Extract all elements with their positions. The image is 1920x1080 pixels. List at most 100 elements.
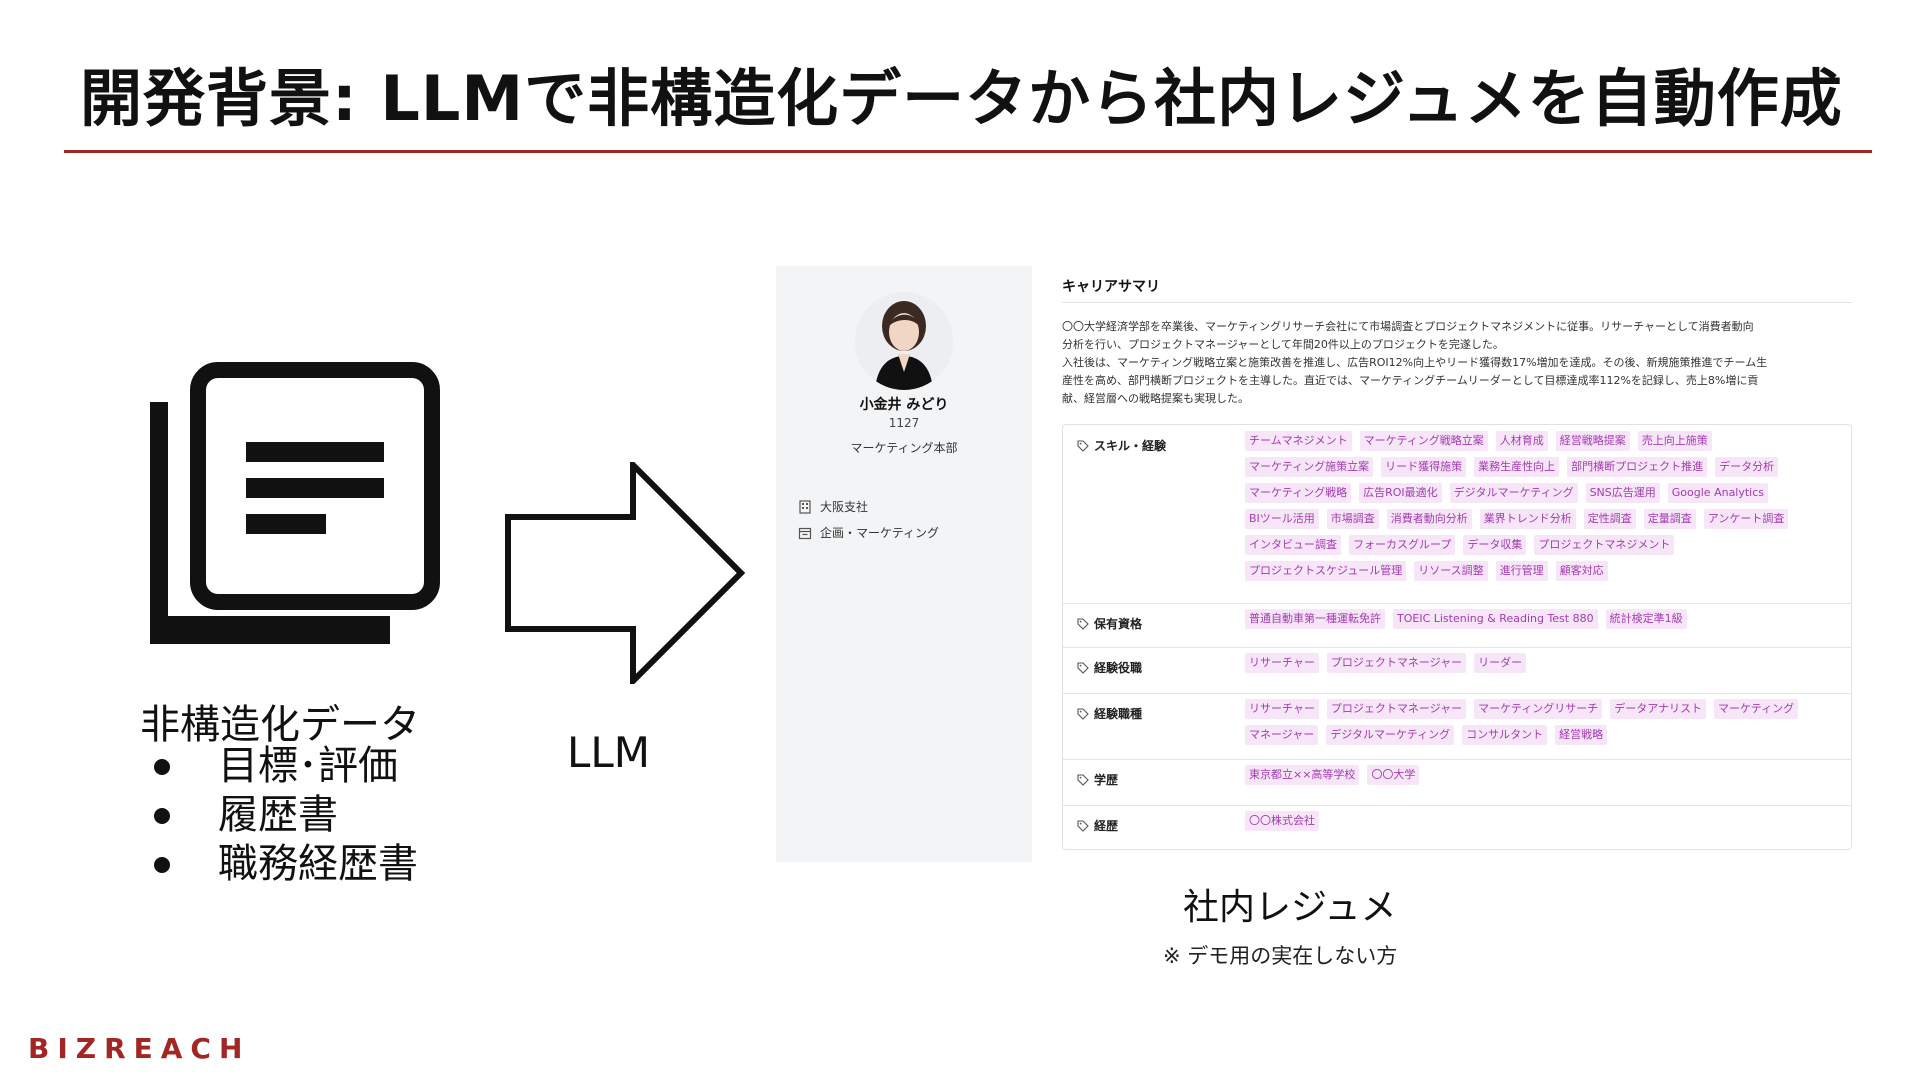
tag-icon [1077, 661, 1089, 674]
tag-icon [1077, 773, 1089, 786]
avatar [855, 292, 953, 390]
skill-tag: BIツール活用 [1245, 509, 1319, 529]
skill-tag: リソース調整 [1414, 561, 1488, 581]
certification-tag: TOEIC Listening & Reading Test 880 [1393, 609, 1598, 629]
section-job-types: 経験職種 リサーチャー プロジェクトマネージャー マーケティングリサーチ データ… [1063, 693, 1851, 760]
tag-icon [1077, 617, 1089, 630]
job-type-tag: マーケティング [1714, 699, 1799, 719]
role-tag: リサーチャー [1245, 653, 1319, 673]
skill-tag: デジタルマーケティング [1449, 483, 1578, 503]
resume-attributes-card: スキル・経験 チームマネジメント マーケティング戦略立案 人材育成 経営戦略提案… [1062, 424, 1852, 850]
tag-list: 普通自動車第一種運転免許 TOEIC Listening & Reading T… [1245, 609, 1835, 635]
skill-tag: 売上向上施策 [1637, 431, 1712, 451]
job-type-tag: データアナリスト [1610, 699, 1707, 719]
team-label: 企画・マーケティング [820, 526, 940, 540]
skill-tag: フォーカスグループ [1349, 535, 1456, 555]
job-type-tag: デジタルマーケティング [1326, 725, 1455, 745]
bizreach-logo: BIZREACH [28, 1032, 251, 1065]
skill-tag: 市場調査 [1326, 509, 1379, 529]
skill-tag: インタビュー調査 [1245, 535, 1341, 555]
team-row: 企画・マーケティング [798, 524, 939, 541]
tag-list: 東京都立××高等学校 〇〇大学 [1245, 765, 1835, 791]
skill-tag: 広告ROI最適化 [1359, 483, 1442, 503]
tag-list: リサーチャー プロジェクトマネージャー マーケティングリサーチ データアナリスト… [1245, 699, 1835, 751]
person-photo-icon [855, 292, 953, 390]
office-row: 大阪支社 [798, 498, 868, 515]
section-work-history: 経歴 〇〇株式会社 [1063, 805, 1851, 849]
section-skills: スキル・経験 チームマネジメント マーケティング戦略立案 人材育成 経営戦略提案… [1063, 425, 1851, 604]
employee-id: 1127 [888, 416, 920, 430]
skill-tag: 顧客対応 [1555, 561, 1608, 581]
office-label: 大阪支社 [820, 500, 869, 514]
skill-tag: Google Analytics [1667, 483, 1769, 503]
skill-tag: 経営戦略提案 [1555, 431, 1630, 451]
skill-tag: プロジェクトマネジメント [1534, 535, 1675, 555]
skill-tag: リード獲得施策 [1381, 457, 1467, 477]
documents-icon [150, 362, 440, 644]
section-label: 学歴 [1077, 771, 1118, 788]
tag-icon [1077, 439, 1089, 452]
profile-department: マーケティング本部 [850, 441, 958, 455]
section-label: 保有資格 [1077, 615, 1142, 632]
tag-icon [1077, 707, 1089, 720]
tag-list: 〇〇株式会社 [1245, 811, 1835, 837]
job-type-tag: プロジェクトマネージャー [1326, 699, 1467, 719]
job-type-tag: マーケティングリサーチ [1474, 699, 1603, 719]
skill-tag: SNS広告運用 [1585, 483, 1660, 503]
data-source-list: 目標･評価 履歴書 職務経歴書 [150, 742, 418, 889]
skill-tag: アンケート調査 [1703, 509, 1789, 529]
right-arrow-icon [505, 462, 745, 684]
list-item: 履歴書 [150, 791, 418, 840]
skill-tag: 進行管理 [1495, 561, 1548, 581]
section-label: スキル・経験 [1077, 437, 1166, 454]
list-item: 職務経歴書 [150, 840, 418, 889]
section-label: 経歴 [1077, 817, 1118, 834]
job-type-tag: コンサルタント [1462, 725, 1548, 745]
role-tag: リーダー [1474, 653, 1527, 673]
certification-tag: 統計検定準1級 [1605, 609, 1687, 629]
company-tag: 〇〇株式会社 [1245, 811, 1319, 831]
section-certifications: 保有資格 普通自動車第一種運転免許 TOEIC Listening & Read… [1063, 603, 1851, 648]
skill-tag: 定性調査 [1583, 509, 1636, 529]
list-item: 目標･評価 [150, 742, 418, 791]
skill-tag: マーケティング施策立案 [1245, 457, 1374, 477]
building-icon [799, 499, 811, 514]
demo-note: ※ デモ用の実在しない方 [1163, 944, 1398, 968]
section-label: 経験役職 [1077, 659, 1142, 676]
role-tag: プロジェクトマネージャー [1326, 653, 1467, 673]
skill-tag: 定量調査 [1643, 509, 1696, 529]
tag-list: チームマネジメント マーケティング戦略立案 人材育成 経営戦略提案 売上向上施策… [1245, 431, 1835, 587]
skill-tag: マーケティング戦略立案 [1359, 431, 1488, 451]
bullet-icon [154, 807, 170, 824]
tag-list: リサーチャー プロジェクトマネージャー リーダー [1245, 653, 1835, 679]
title-divider [64, 150, 1872, 153]
bullet-icon [154, 856, 170, 873]
job-type-tag: 経営戦略 [1555, 725, 1608, 745]
skill-tag: 消費者動向分析 [1386, 509, 1472, 529]
job-type-tag: リサーチャー [1245, 699, 1319, 719]
skill-tag: 部門横断プロジェクト推進 [1567, 457, 1708, 477]
skill-tag: プロジェクトスケジュール管理 [1245, 561, 1407, 581]
education-tag: 〇〇大学 [1367, 765, 1420, 785]
profile-name: 小金井 みどり [859, 397, 949, 413]
job-type-tag: マネージャー [1245, 725, 1319, 745]
skill-tag: データ分析 [1715, 457, 1779, 477]
internal-resume-label: 社内レジュメ [1183, 887, 1397, 928]
section-label: 経験職種 [1077, 705, 1142, 722]
skill-tag: マーケティング戦略 [1245, 483, 1352, 503]
skill-tag: 人材育成 [1495, 431, 1548, 451]
tag-icon [1077, 819, 1089, 832]
calendar-icon [798, 527, 812, 539]
skill-tag: 業界トレンド分析 [1479, 509, 1576, 529]
llm-label: LLM [567, 728, 651, 777]
skill-tag: チームマネジメント [1245, 431, 1352, 451]
education-tag: 東京都立××高等学校 [1245, 765, 1360, 785]
section-education: 学歴 東京都立××高等学校 〇〇大学 [1063, 759, 1851, 806]
skill-tag: 業務生産性向上 [1474, 457, 1560, 477]
summary-divider [1062, 302, 1852, 303]
section-roles: 経験役職 リサーチャー プロジェクトマネージャー リーダー [1063, 647, 1851, 694]
certification-tag: 普通自動車第一種運転免許 [1245, 609, 1385, 629]
unstructured-data-label: 非構造化データ [140, 702, 420, 748]
bullet-icon [154, 758, 170, 775]
career-summary-text: 〇〇大学経済学部を卒業後、マーケティングリサーチ会社にて市場調査とプロジェクトマ… [1062, 320, 1768, 405]
